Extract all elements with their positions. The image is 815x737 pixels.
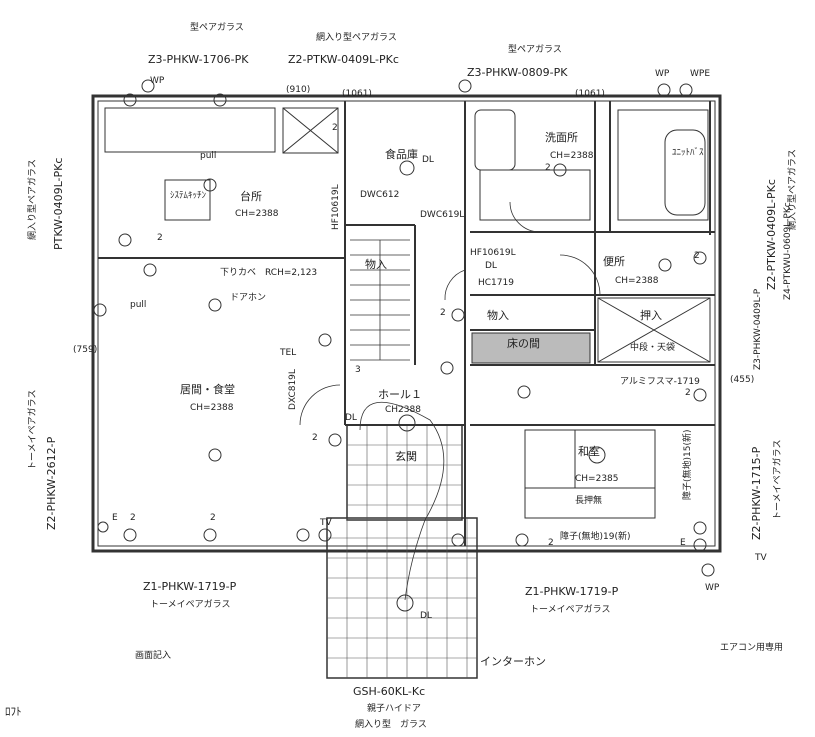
door-swings [299, 201, 601, 601]
bottom-note2: 網入り型 ガラス [355, 718, 427, 730]
hall-door: HF10619L [470, 248, 516, 258]
num3: 3 [355, 365, 361, 375]
two-b: 2 [210, 513, 216, 523]
living-ch: CH=2388 [190, 403, 234, 413]
flat-ceiling: 下りカベ RCH=2,123 [220, 267, 317, 278]
wp-bottom: WP [705, 583, 720, 593]
shoe-label: 床の間 [507, 336, 540, 350]
kitchen-door: DWC612 [360, 190, 399, 200]
wainscot-label: 長押無 [575, 494, 602, 506]
bath-unit: ﾕﾆｯﾄﾊﾞｽ [672, 147, 704, 158]
interior-walls [98, 101, 715, 546]
washitsu-rail: 障子(無地)19(新) [560, 530, 631, 542]
dl-pantry: DL [422, 155, 434, 165]
dim-1061b: (1061) [575, 89, 605, 99]
closet-label: 押入 [640, 308, 662, 322]
intercom-label: インターホン [480, 655, 546, 668]
toilet-ch: CH=2388 [615, 276, 659, 286]
two-c: 2 [312, 433, 318, 443]
kitchen-label: 台所 [240, 189, 262, 203]
ac-label: エアコン用専用 [720, 641, 783, 653]
two-d: 2 [157, 233, 163, 243]
pantry-door: DWC619L [420, 210, 464, 220]
hall-door2: HC1719 [478, 278, 514, 288]
pull-label: pull [200, 151, 216, 161]
washitsu-rail2: 障子(無地)15(新) [681, 430, 693, 501]
kitchen-ch: CH=2388 [235, 209, 279, 219]
two-g: 2 [694, 251, 700, 261]
right-top3: Z4-PTKWU-0609L-PKc [783, 202, 793, 300]
stair-store-label: 物入 [365, 257, 387, 271]
hall-ch: CH2388 [385, 405, 421, 415]
frac-note: ﾛﾌﾄ [5, 705, 22, 718]
e-bottom-left: E [112, 513, 118, 523]
hall-label: ホール１ [378, 388, 422, 401]
stairs [350, 239, 410, 361]
top-sash-right: Z3-PHKW-0809-PK [467, 66, 568, 79]
dl-hall: DL [345, 413, 357, 423]
bottom-sash-right: Z1-PHKW-1719-P [525, 585, 619, 598]
bottom-note1: 親子ハイドア [367, 702, 421, 714]
top-sash-mid: Z2-PTKW-0409L-PKc [288, 53, 399, 66]
dim-910: (910) [286, 85, 310, 95]
two-i: 2 [545, 163, 551, 173]
two-j: 2 [548, 538, 554, 548]
bottom-code: GSH-60KL-Kc [353, 685, 425, 698]
tv-label-right: TV [754, 553, 767, 563]
left-top-glass: 網入り型ペアガラス [26, 159, 38, 240]
e-bottom-right: E [680, 538, 686, 548]
top-glass-right: 型ペアガラス [508, 44, 562, 55]
living-label: 居間・食堂 [180, 382, 235, 396]
dim-759: (759) [73, 345, 97, 355]
right-top-sash: Z2-PTKW-0409L-PKc [765, 179, 778, 290]
outlet-symbols [93, 79, 715, 612]
washitsu-ch: CH=2385 [575, 474, 619, 484]
kitchen-unit: ｼｽﾃﾑｷｯﾁﾝ [170, 190, 207, 201]
wp-top-right: WP [655, 69, 670, 79]
wpe-top: WPE [690, 69, 710, 79]
left-bottom-sash: Z2-PHKW-2612-P [45, 436, 58, 530]
top-glass: 型ペアガラス [190, 22, 244, 33]
dim-455: (455) [730, 375, 754, 385]
right-top-glass: 網入り型ペアガラス [786, 149, 798, 230]
pantry-label: 食品庫 [385, 147, 418, 161]
right-bottom-glass: トーメイペアガラス [772, 440, 783, 520]
tv-label: TV [319, 518, 332, 528]
slat-door: アルミフスマ-1719 [620, 377, 700, 387]
tel-label: TEL [279, 348, 296, 358]
washitsu-tatami [524, 429, 656, 519]
pull-label2: pull [130, 300, 146, 310]
two-e: 2 [440, 308, 446, 318]
closet-sub: 中段・天袋 [630, 341, 675, 353]
right-bottom-sash: Z2-PHKW-1715-P [750, 446, 763, 540]
top-wire: 網入り型ペアガラス [316, 31, 397, 43]
living-door: DXC819L [288, 369, 298, 410]
washroom-label: 洗面所 [545, 131, 578, 144]
bottom-glass-left: トーメイペアガラス [150, 599, 230, 610]
left-door: HF10619L [331, 184, 341, 230]
top-sash-left: Z3-PHKW-1706-PK [148, 53, 249, 66]
wp-top-left: WP [150, 76, 165, 86]
outer-walls [91, 94, 722, 553]
handwritten-label: 画面記入 [135, 649, 171, 661]
dl-porch: DL [420, 611, 432, 621]
toilet-label: 便所 [603, 255, 625, 268]
two-a: 2 [130, 513, 136, 523]
bottom-glass-right: トーメイペアガラス [530, 604, 610, 615]
bottom-sash-left: Z1-PHKW-1719-P [143, 580, 237, 593]
entrance-tile-area [326, 424, 478, 679]
bath-fixtures [104, 107, 711, 364]
right-mid-sash: Z3-PHKW-0409L-P [753, 288, 763, 370]
entry-label: 玄関 [395, 449, 417, 463]
left-top-sash: PTKW-0409L-PKc [52, 158, 65, 250]
storage-label: 物入 [487, 308, 509, 322]
two-h: 2 [332, 123, 338, 133]
dim-1061: (1061) [342, 89, 372, 99]
left-bottom-glass: トーメイペアガラス [27, 390, 38, 470]
dl-corridor: DL [485, 261, 497, 271]
two-f: 2 [685, 388, 691, 398]
washroom-ch: CH=2388 [550, 151, 594, 161]
door-note: ドアホン [230, 292, 266, 303]
